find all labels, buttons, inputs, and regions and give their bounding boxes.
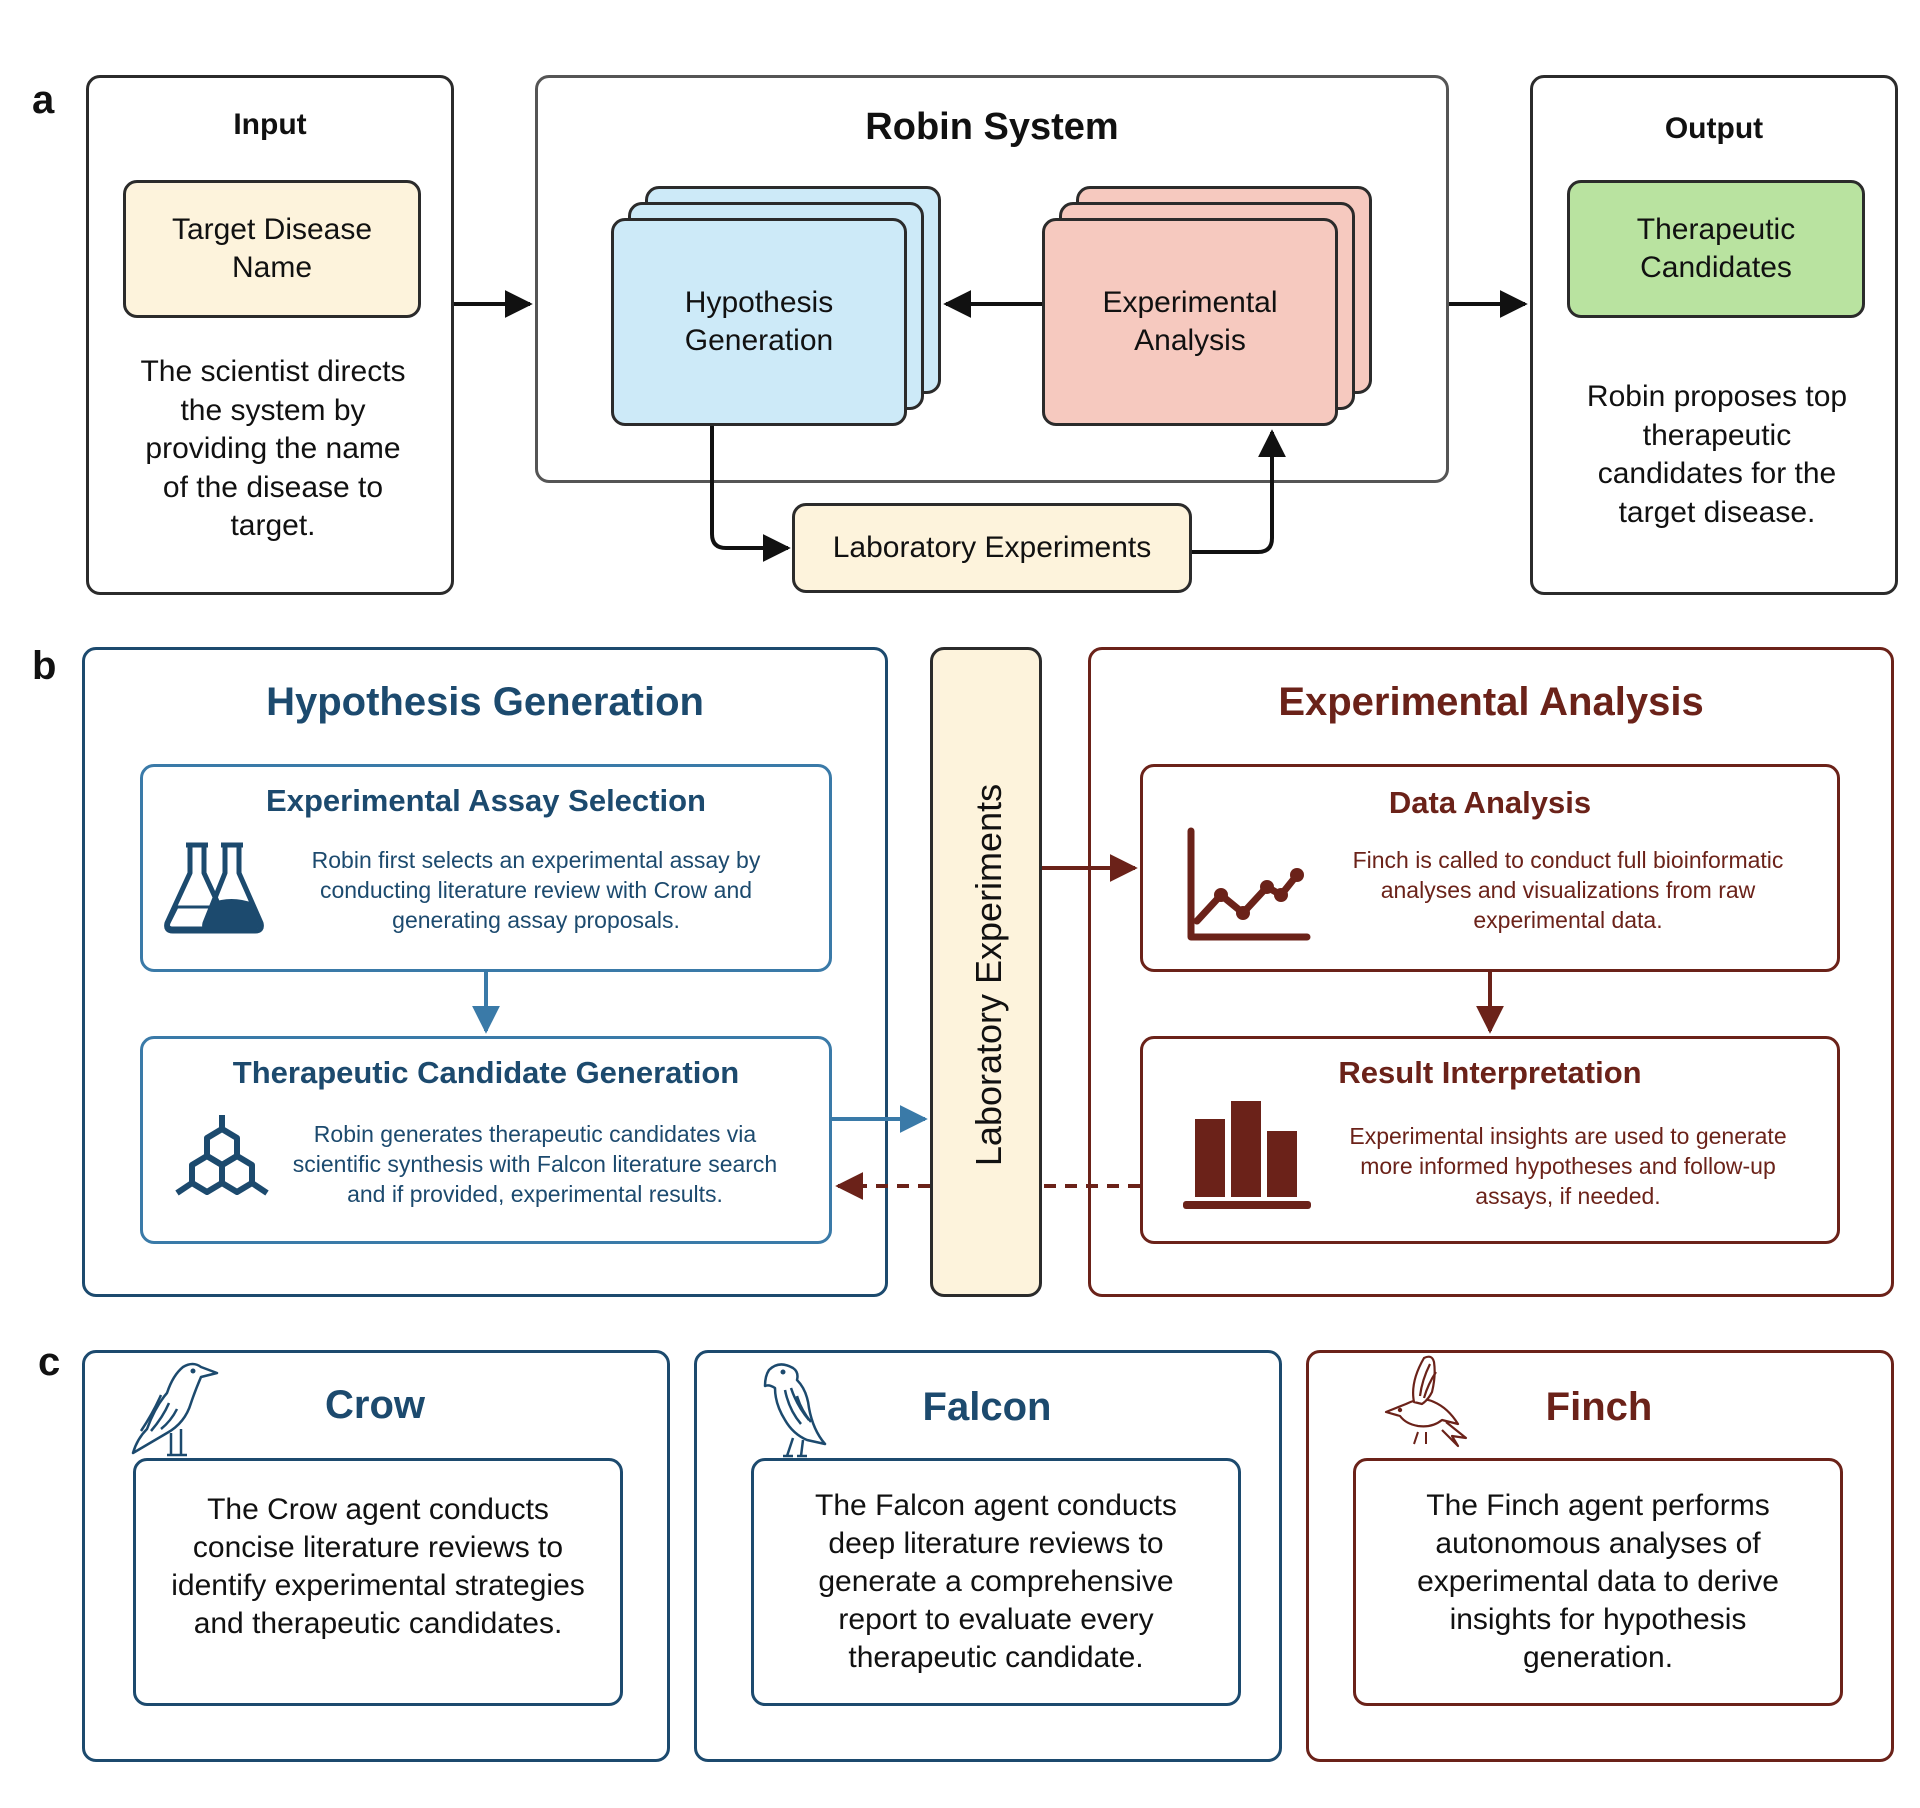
result-interpretation-text: Experimental insights are used to genera… xyxy=(1349,1123,1787,1209)
output-panel: Output Therapeutic Candidates Robin prop… xyxy=(1530,75,1898,595)
molecule-icon xyxy=(167,1111,277,1211)
line-chart-icon xyxy=(1183,825,1313,945)
panel-label-c: c xyxy=(38,1340,61,1384)
panel-label-b: b xyxy=(32,644,57,688)
bar-chart-icon xyxy=(1183,1095,1313,1215)
falcon-agent-panel: Falcon The Falcon agent conducts deep li… xyxy=(694,1350,1282,1762)
laboratory-experiments-bar: Laboratory Experiments xyxy=(930,647,1042,1297)
crow-agent-panel: Crow The Crow agent conducts concise lit… xyxy=(82,1350,670,1762)
finch-title: Finch xyxy=(1545,1385,1653,1429)
therapeutic-candidates-box: Therapeutic Candidates xyxy=(1567,180,1865,318)
input-title: Input xyxy=(233,108,307,141)
hypothesis-generation-card: Hypothesis Generation xyxy=(611,218,907,426)
hypothesis-generation-title: Hypothesis Generation xyxy=(266,680,704,724)
experimental-analysis-title: Experimental Analysis xyxy=(1278,680,1704,724)
assay-selection-card: Experimental Assay Selection Robin first… xyxy=(140,764,832,972)
falcon-icon xyxy=(755,1360,845,1460)
data-analysis-card: Data Analysis Finch is called to conduct… xyxy=(1140,764,1840,972)
finch-description: The Finch agent performs autonomous anal… xyxy=(1417,1489,1779,1674)
robin-system-title: Robin System xyxy=(865,106,1119,148)
falcon-title: Falcon xyxy=(922,1385,1052,1429)
panel-label-a: a xyxy=(32,78,55,122)
data-analysis-title: Data Analysis xyxy=(1388,785,1592,820)
target-disease-box: Target Disease Name xyxy=(123,180,421,318)
input-panel: Input Target Disease Name The scientist … xyxy=(86,75,454,595)
finch-text-box: The Finch agent performs autonomous anal… xyxy=(1353,1458,1843,1706)
crow-description: The Crow agent conducts concise literatu… xyxy=(171,1493,585,1640)
crow-text-box: The Crow agent conducts concise literatu… xyxy=(133,1458,623,1706)
candidate-generation-title: Therapeutic Candidate Generation xyxy=(232,1055,740,1090)
falcon-text-box: The Falcon agent conducts deep literatur… xyxy=(751,1458,1241,1706)
result-interpretation-title: Result Interpretation xyxy=(1338,1055,1642,1090)
assay-selection-title: Experimental Assay Selection xyxy=(266,783,706,818)
experimental-analysis-card: Experimental Analysis xyxy=(1042,218,1338,426)
experimental-analysis-panel: Experimental Analysis xyxy=(1088,647,1894,1297)
falcon-description: The Falcon agent conducts deep literatur… xyxy=(815,1489,1177,1674)
finch-icon xyxy=(1362,1352,1472,1452)
finch-agent-panel: Finch The Finch agent performs autonomou… xyxy=(1306,1350,1894,1762)
assay-selection-text: Robin first selects an experimental assa… xyxy=(311,847,761,933)
output-description: Robin proposes top therapeutic candidate… xyxy=(1586,380,1848,529)
data-analysis-text: Finch is called to conduct full bioinfor… xyxy=(1352,847,1784,933)
crow-title: Crow xyxy=(325,1383,425,1427)
laboratory-experiments-box: Laboratory Experiments xyxy=(792,503,1192,593)
flask-icon xyxy=(161,837,271,937)
laboratory-experiments-vertical-label: Laboratory Experiments xyxy=(968,783,1009,1167)
hypothesis-generation-panel: Hypothesis Generation xyxy=(82,647,888,1297)
crow-icon xyxy=(125,1355,225,1460)
candidate-generation-text: Robin generates therapeutic candidates v… xyxy=(292,1121,778,1207)
candidate-generation-card: Therapeutic Candidate Generation Robin g… xyxy=(140,1036,832,1244)
result-interpretation-card: Result Interpretation Experimental insig… xyxy=(1140,1036,1840,1244)
output-title: Output xyxy=(1664,112,1764,145)
input-description: The scientist directs the system by prov… xyxy=(140,355,406,542)
